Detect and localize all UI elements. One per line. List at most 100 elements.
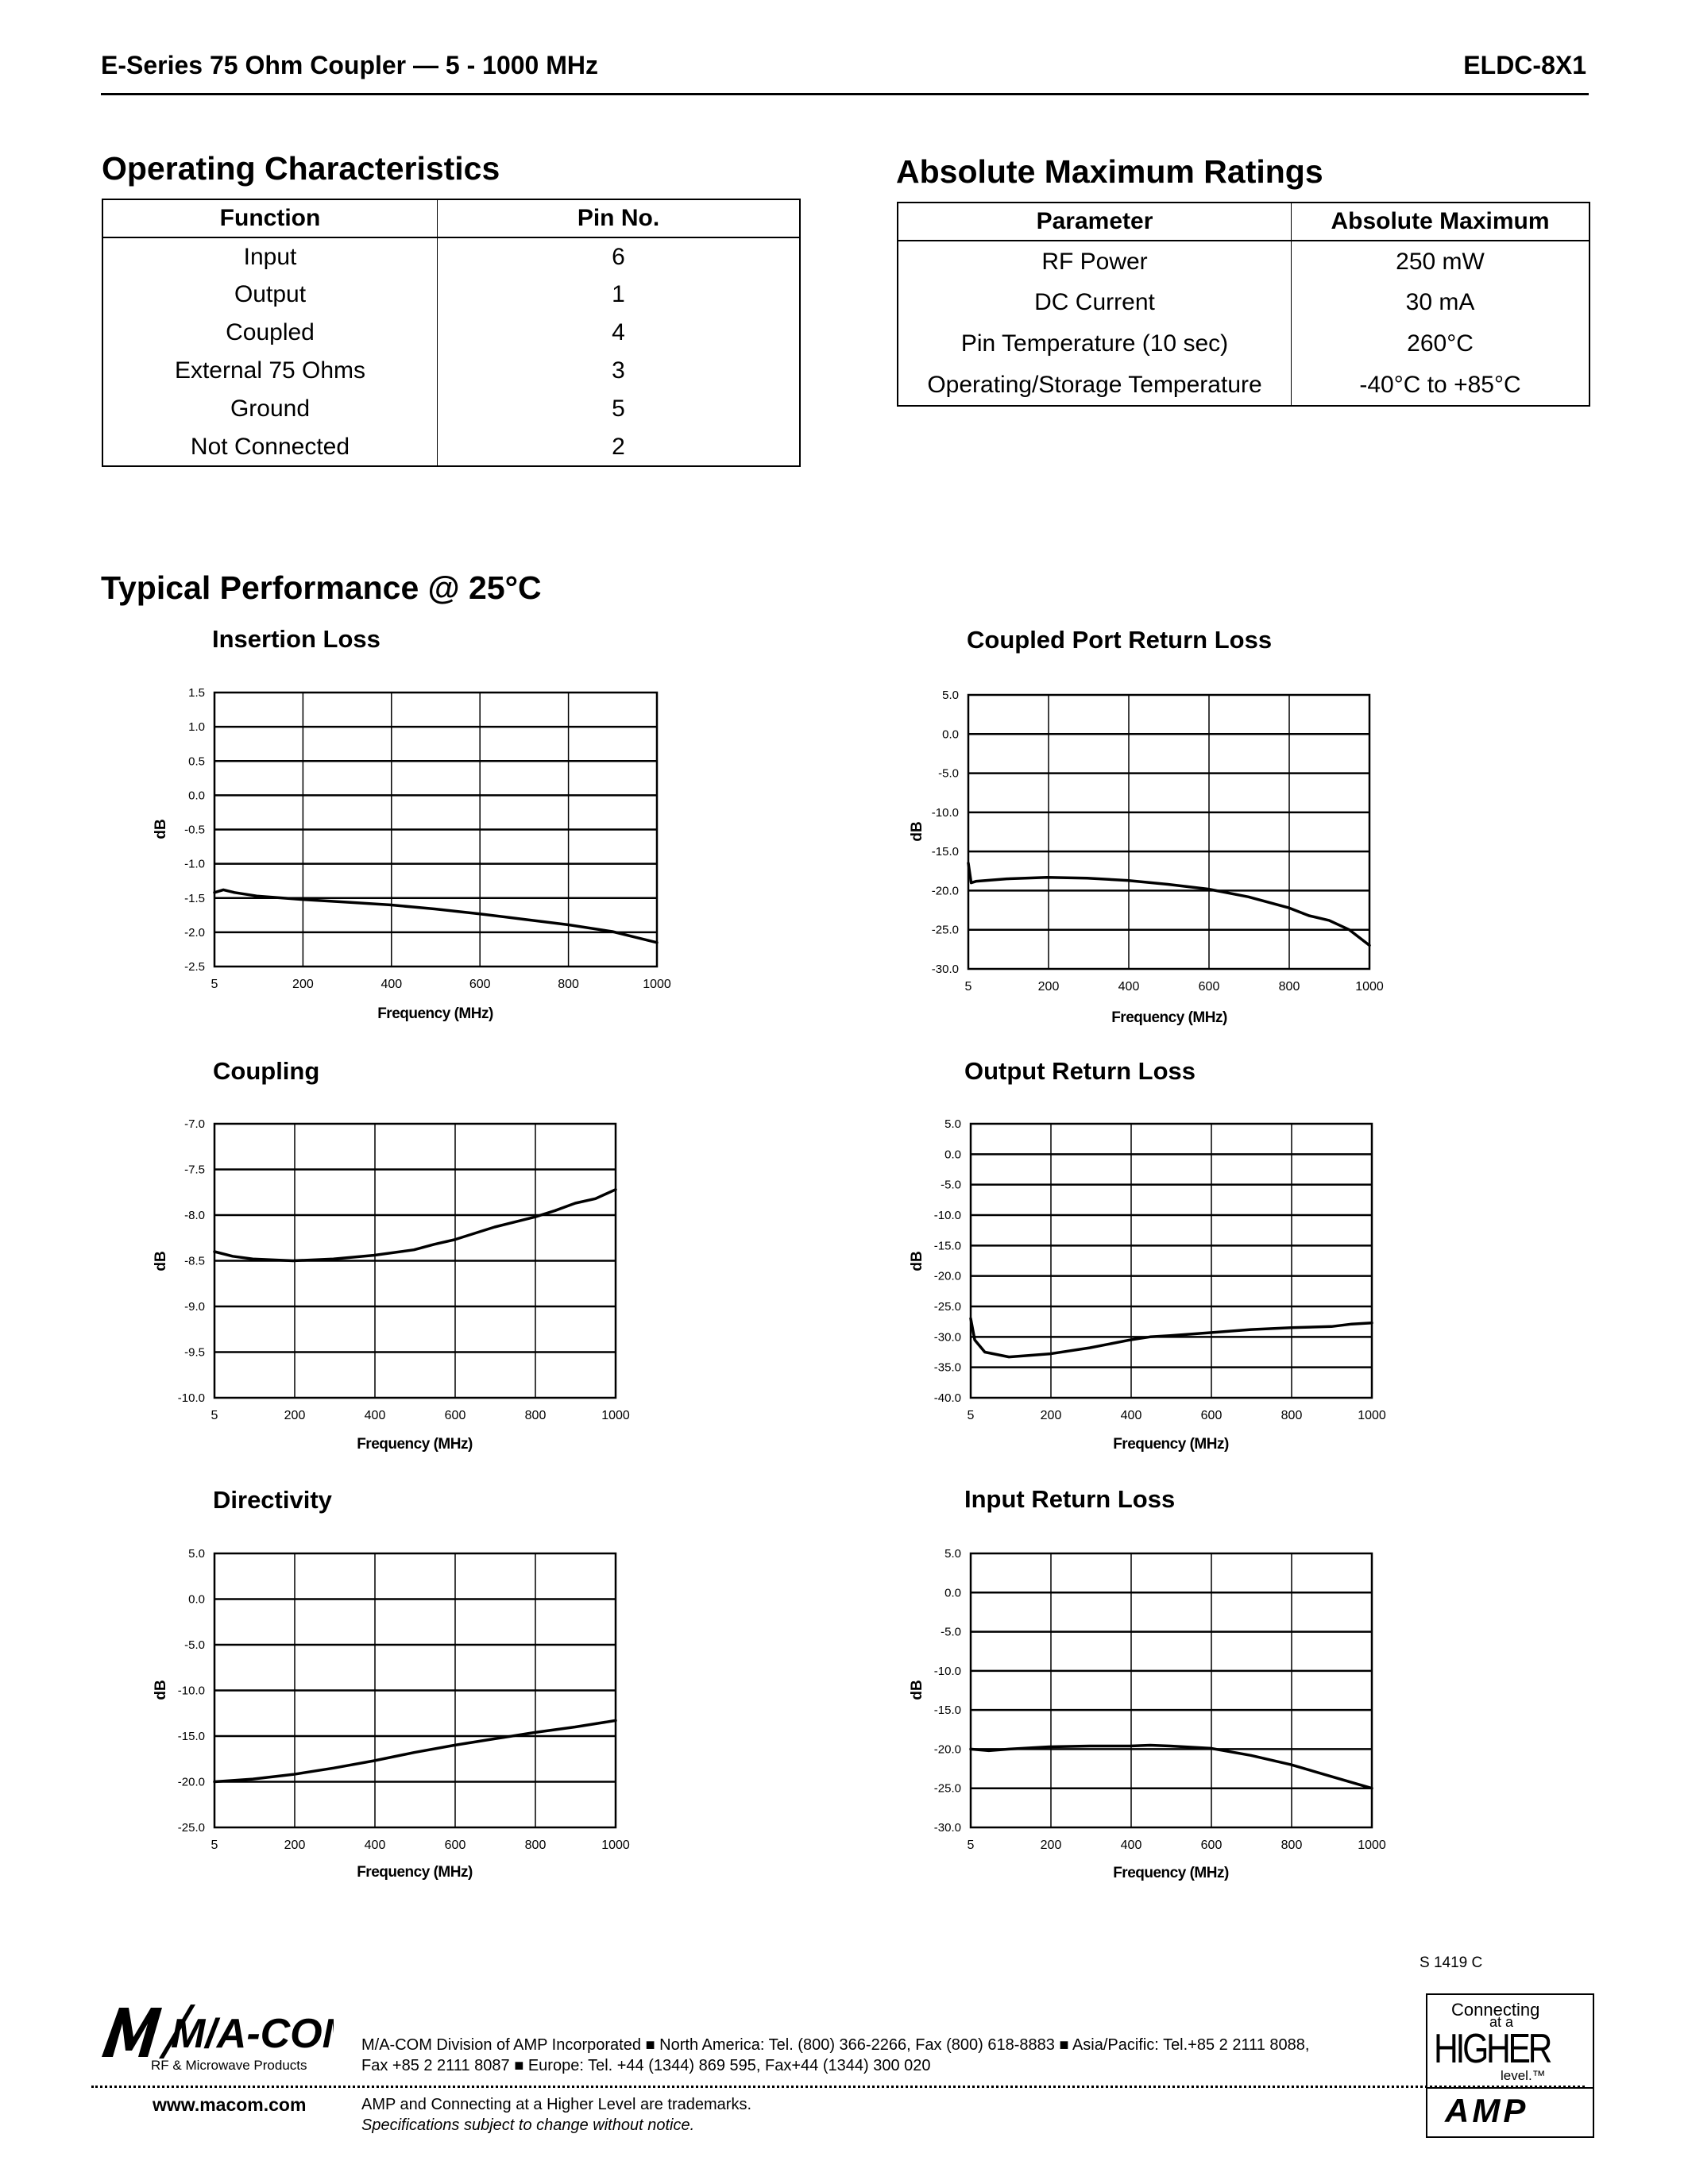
y-tick-label: -30.0 (934, 1330, 961, 1344)
y-tick-label: 0.0 (944, 1586, 961, 1599)
series-line (213, 1719, 617, 1784)
function-cell: Ground (230, 396, 311, 422)
y-axis-label: dB (909, 1680, 925, 1700)
y-tick-label: 5.0 (944, 1547, 961, 1561)
y-tick-label: -30.0 (932, 963, 959, 976)
x-tick-label: 400 (380, 978, 402, 991)
y-tick-label: -10.0 (178, 1684, 205, 1698)
footer-divider (91, 2086, 1585, 2088)
function-cell: External 75 Ohms (174, 357, 366, 384)
y-axis-label: dB (153, 819, 169, 839)
y-tick-label: 0.0 (188, 1593, 205, 1607)
series-line (967, 862, 1371, 947)
x-tick-label: 1000 (1358, 1839, 1386, 1852)
x-tick-label: 600 (469, 978, 491, 991)
x-axis-label: Frequency (MHz) (377, 1005, 493, 1022)
y-tick-label: -10.0 (934, 1665, 961, 1678)
series-line (969, 1743, 1373, 1790)
amp-tagline-1: Connecting (1451, 2000, 1540, 2020)
y-tick-label: -5.0 (941, 1179, 961, 1192)
col-parameter: Parameter (898, 203, 1292, 241)
x-axis-label: Frequency (MHz) (1113, 1865, 1229, 1881)
plot-frame (213, 1552, 617, 1829)
y-tick-label: -40.0 (934, 1391, 961, 1405)
y-tick-label: -5.0 (938, 767, 959, 781)
value-cell: 260°C (1291, 323, 1590, 365)
website-link[interactable]: www.macom.com (153, 2094, 307, 2115)
pin-cell: 1 (437, 276, 800, 314)
x-tick-label: 5 (965, 980, 972, 994)
amp-logo: AMP (1445, 2092, 1529, 2129)
y-tick-label: 1.5 (188, 686, 205, 700)
table-row: Pin Temperature (10 sec)260°C (898, 323, 1590, 365)
x-axis-label: Frequency (MHz) (357, 1864, 473, 1881)
x-axis-label: Frequency (MHz) (357, 1436, 473, 1453)
y-tick-label: -8.0 (184, 1209, 205, 1222)
macom-logo: M/A-COM RF & Microwave Products (102, 2005, 334, 2073)
x-tick-label: 1000 (1358, 1409, 1386, 1422)
y-tick-label: -7.0 (184, 1117, 205, 1131)
y-tick-label: -15.0 (934, 1704, 961, 1717)
series-line (213, 888, 659, 944)
table-row: Operating/Storage Temperature-40°C to +8… (898, 365, 1590, 406)
x-tick-label: 800 (1281, 1839, 1303, 1852)
y-tick-label: -15.0 (934, 1239, 961, 1252)
y-tick-label: 0.0 (944, 1148, 961, 1161)
x-tick-label: 400 (1118, 980, 1140, 994)
y-tick-label: -25.0 (934, 1300, 961, 1314)
y-tick-label: 5.0 (944, 1117, 961, 1131)
ratings-title: Absolute Maximum Ratings (896, 153, 1323, 190)
coupling-title: Coupling (213, 1057, 320, 1085)
amp-divider (1427, 2087, 1593, 2089)
parameter-cell: Operating/Storage Temperature (927, 371, 1262, 398)
x-tick-label: 400 (1121, 1839, 1142, 1852)
table-row: Ground 5 (102, 390, 800, 428)
plot-frame (969, 1122, 1373, 1399)
x-tick-label: 800 (525, 1839, 547, 1852)
x-axis-label: Frequency (MHz) (1113, 1436, 1229, 1453)
coupled-port-return-loss-title: Coupled Port Return Loss (967, 626, 1273, 654)
x-tick-label: 200 (292, 978, 314, 991)
x-tick-label: 600 (1199, 980, 1220, 994)
y-tick-label: -9.5 (184, 1346, 205, 1360)
trademark-note: AMP and Connecting at a Higher Level are… (361, 2096, 752, 2113)
x-tick-label: 5 (968, 1839, 975, 1852)
x-tick-label: 800 (525, 1409, 547, 1422)
y-tick-label: -15.0 (178, 1730, 205, 1743)
x-tick-label: 5 (211, 1409, 218, 1422)
y-tick-label: -5.0 (941, 1626, 961, 1639)
pin-cell: 2 (437, 428, 800, 466)
y-axis-label: dB (153, 1251, 169, 1271)
x-tick-label: 600 (445, 1839, 466, 1852)
y-tick-label: -10.0 (178, 1391, 205, 1405)
x-tick-label: 600 (1201, 1409, 1223, 1422)
y-axis-label: dB (909, 821, 925, 841)
document-title: E-Series 75 Ohm Coupler — 5 - 1000 MHz (101, 51, 598, 79)
amp-tagline-2: at a (1489, 2014, 1514, 2030)
y-tick-label: -25.0 (178, 1821, 205, 1835)
y-tick-label: -9.0 (184, 1300, 205, 1314)
x-tick-label: 800 (1281, 1409, 1303, 1422)
header-rule (101, 93, 1589, 95)
y-axis-label: dB (153, 1680, 169, 1700)
macom-logo-text: M/A-COM (171, 2011, 334, 2057)
y-tick-label: -7.5 (184, 1163, 205, 1177)
pin-cell: 5 (437, 390, 800, 428)
plot-frame (969, 1552, 1373, 1829)
y-tick-label: -1.5 (184, 892, 205, 905)
disclaimer: Specifications subject to change without… (361, 2116, 695, 2134)
y-tick-label: 0.5 (188, 754, 205, 768)
x-tick-label: 600 (1201, 1839, 1223, 1852)
x-tick-label: 400 (1121, 1409, 1142, 1422)
plot-frame (213, 1122, 617, 1399)
y-tick-label: 1.0 (188, 720, 205, 734)
table-row: External 75 Ohms 3 (102, 352, 800, 390)
directivity-title: Directivity (213, 1486, 332, 1514)
pin-cell: 6 (437, 237, 800, 276)
x-tick-label: 200 (284, 1409, 306, 1422)
pin-cell: 3 (437, 352, 800, 390)
